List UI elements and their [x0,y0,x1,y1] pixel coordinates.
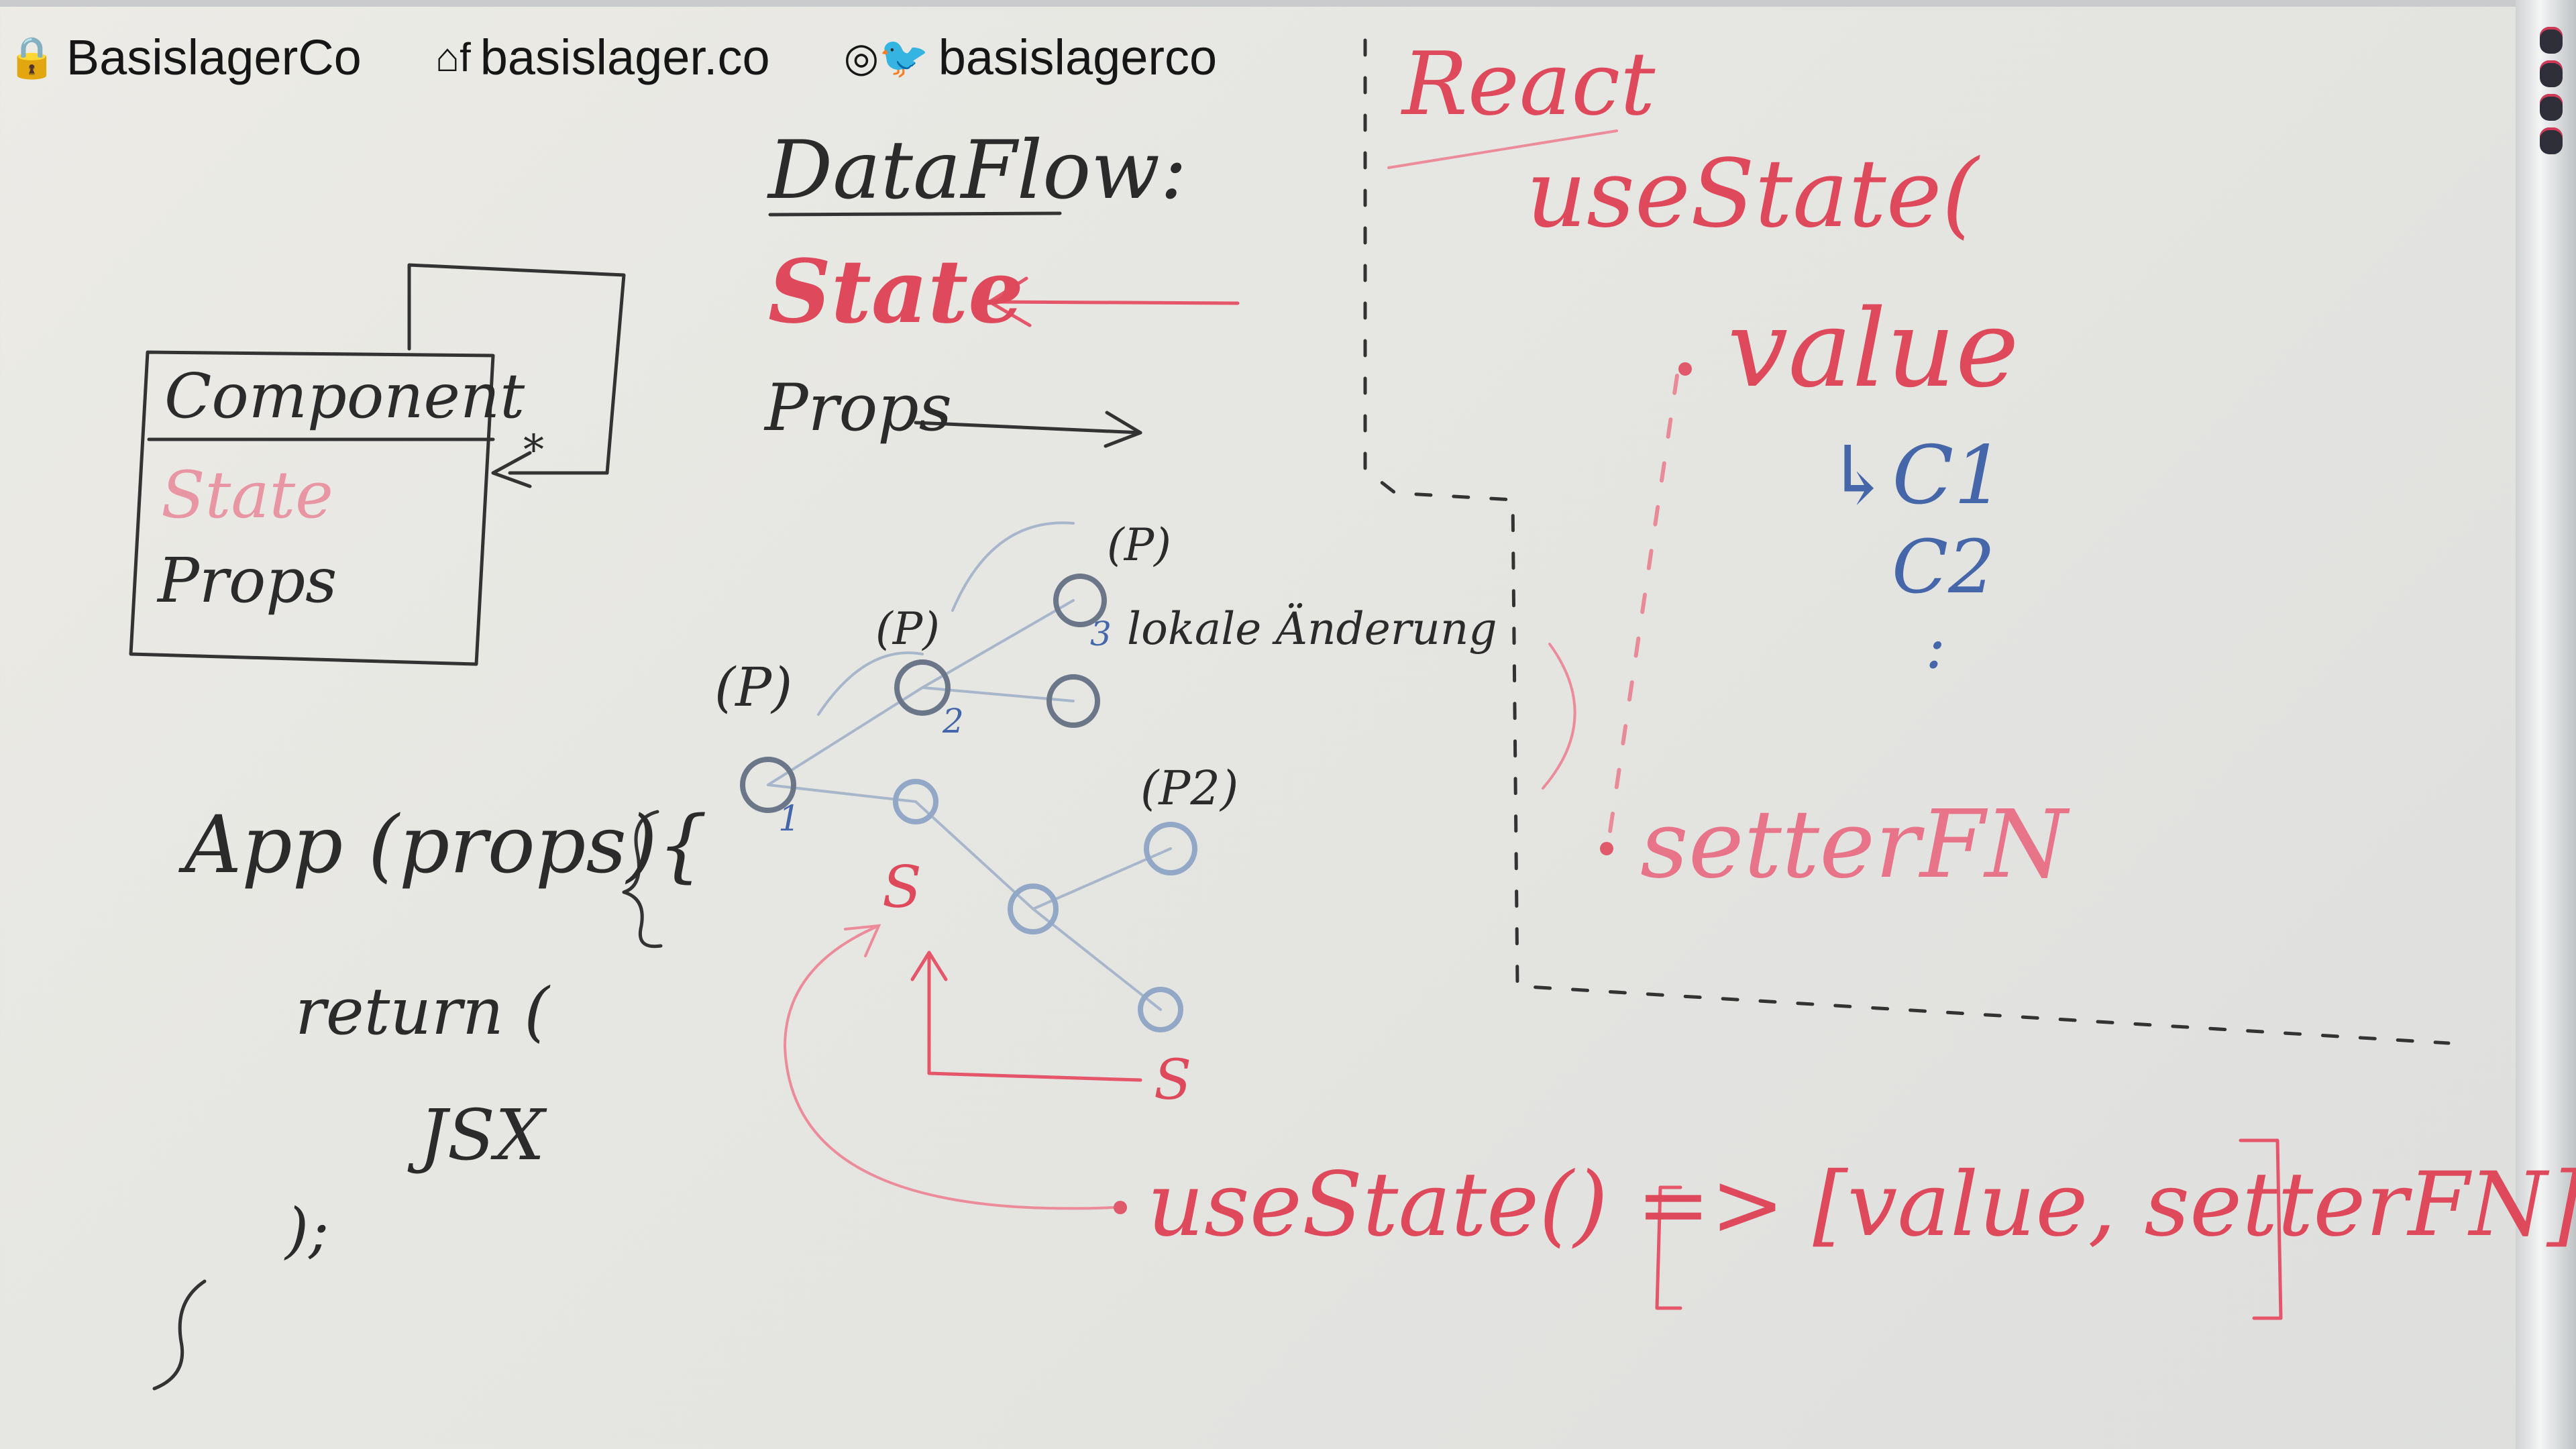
code-line: JSX [419,1094,545,1176]
value-bullet [1678,362,1692,376]
consumer-c1: ↳C1 [1825,429,2005,523]
instagram-label: basislagerco [938,29,1218,85]
use-state-arc-head [844,924,881,957]
consumer-c2: C2 [1892,524,1996,610]
website-link[interactable]: 🔒 BasislagerCo [7,29,362,86]
tree-node [740,757,796,813]
array-bracket-right [2239,1138,2283,1320]
dataflow-underline [768,211,1062,217]
magnet [2540,127,2563,154]
class-box-state-field: State [161,458,333,533]
instagram-twitter-icon: ◎🐦 [843,34,929,80]
lock-icon: 🔒 [7,34,57,80]
multiplicity-label: * [523,425,544,474]
facebook-label: basislager.co [480,29,770,85]
class-box-outline [129,350,495,666]
code-line: App (props){ [184,798,708,891]
magnet [2540,60,2563,87]
state-lift-arrowhead [910,951,948,981]
association-arrowhead [491,451,532,488]
array-bracket-left [1655,1185,1682,1310]
tree-node-number: 1 [778,799,801,839]
tree-node-number: 3 [1090,614,1112,653]
react-underline [1387,129,1618,169]
component-tree [740,521,1197,1032]
magnet [2540,27,2563,54]
home-facebook-icon: ⌂f [435,34,471,80]
code-brace [622,810,663,949]
value-setter-link [1608,374,1679,834]
tree-node [893,779,938,824]
magnet [2540,94,2563,121]
consumer-ellipsis: : [1925,612,1946,682]
social-bar: 🔒 BasislagerCo ⌂f basislager.co ◎🐦 basis… [7,20,1217,94]
tree-label: (P) [875,603,940,655]
facebook-link[interactable]: ⌂f basislager.co [435,29,770,86]
bracket-curve [1542,643,1576,790]
setter-bullet [1600,842,1613,855]
dataflow-state-label: State [768,240,1024,343]
tree-node [1144,822,1197,875]
state-arrowhead [987,276,1032,327]
dataflow-props-label: Props [765,370,952,445]
props-arrowhead [1104,411,1142,448]
tree-node-number: 2 [943,702,964,741]
tree-label: (P) [1107,519,1171,571]
code-line: return ( [295,974,549,1049]
use-state-heading: useState( [1526,140,1979,249]
code-line: ); [285,1195,329,1266]
class-box-title: Component [164,360,525,432]
use-state-setter: setterFN [1640,790,2068,900]
tree-node [1046,674,1100,728]
tree-node [1138,987,1183,1032]
use-state-signature: useState() => [value, setterFN] [1147,1153,2576,1256]
props-flow-arc [817,651,924,716]
tree-node [894,659,951,716]
props-flow-arc [951,521,1075,612]
closing-brace [152,1279,207,1391]
dataflow-heading: DataFlow: [768,124,1187,217]
state-arrow-line [991,300,1240,305]
state-lift-path [927,951,1142,1082]
board-frame-right [2516,0,2576,1449]
react-section-boundary [1363,38,2451,1045]
state-marker: S [1154,1049,1192,1112]
use-state-bullet [1114,1201,1127,1214]
tree-node [1008,883,1059,934]
local-change-label: lokale Änderung [1127,603,1497,655]
state-marker: S [882,854,922,921]
react-heading: React [1402,33,1656,135]
class-box-props-field: Props [158,545,337,616]
use-state-arc [783,924,1115,1210]
tree-label: (P) [714,656,793,718]
use-state-value: value [1727,286,2019,411]
board-frame-top [0,0,2576,7]
props-arrow-line [914,421,1142,435]
website-label: BasislagerCo [66,29,362,85]
tree-node [1053,574,1107,627]
instagram-link[interactable]: ◎🐦 basislagerco [844,29,1218,86]
self-association-line [407,263,626,475]
tree-label: (P2) [1140,761,1239,816]
